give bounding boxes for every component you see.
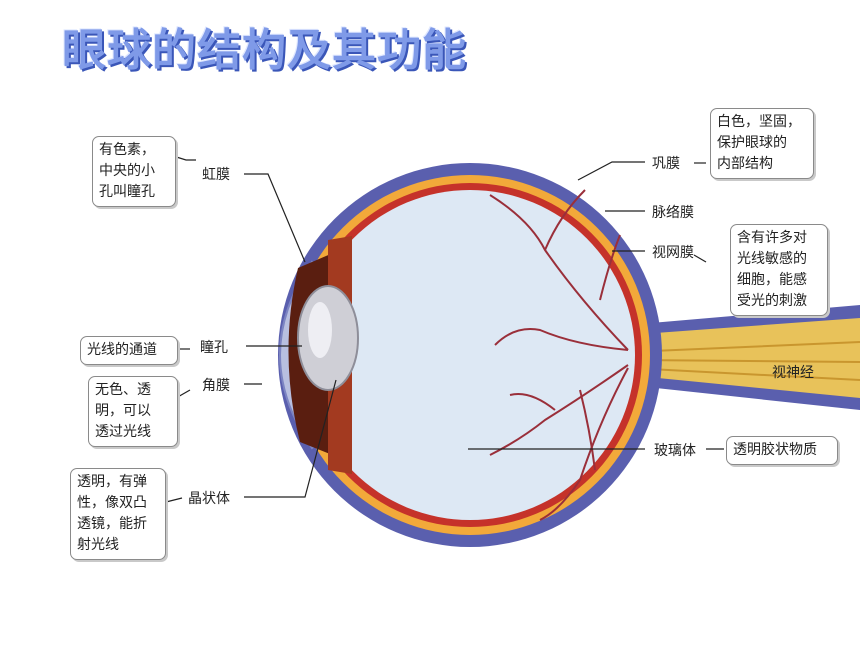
label-lens: 晶状体	[188, 491, 230, 507]
label-sclera: 巩膜	[652, 156, 680, 172]
page-title: 眼球的结构及其功能	[62, 25, 467, 76]
optic-nerve	[628, 305, 860, 410]
label-iris: 虹膜	[202, 167, 230, 183]
label-optic-nerve: 视神经	[772, 365, 814, 381]
retinal-vessels	[489, 189, 629, 521]
leader-lines	[165, 154, 724, 503]
retina-function-box: 含有许多对 光线敏感的 细胞，能感 受光的刺激	[730, 224, 828, 316]
cornea-function-box: 无色、透 明，可以 透过光线	[88, 376, 178, 447]
lens-highlight	[308, 302, 332, 358]
lens-function-box: 透明，有弹 性，像双凸 透镜，能折 射光线	[70, 468, 166, 560]
vitreous-body	[305, 190, 635, 520]
label-pupil: 瞳孔	[200, 340, 228, 356]
label-vitreous: 玻璃体	[654, 443, 696, 459]
iris-function-box: 有色素， 中央的小 孔叫瞳孔	[92, 136, 176, 207]
label-cornea: 角膜	[202, 378, 230, 394]
label-retina: 视网膜	[652, 245, 694, 261]
sclera-function-box: 白色，坚固， 保护眼球的 内部结构	[710, 108, 814, 179]
label-choroid: 脉络膜	[652, 205, 694, 221]
pupil-function-box: 光线的通道	[80, 336, 178, 365]
vitreous-function-box: 透明胶状物质	[726, 436, 838, 465]
